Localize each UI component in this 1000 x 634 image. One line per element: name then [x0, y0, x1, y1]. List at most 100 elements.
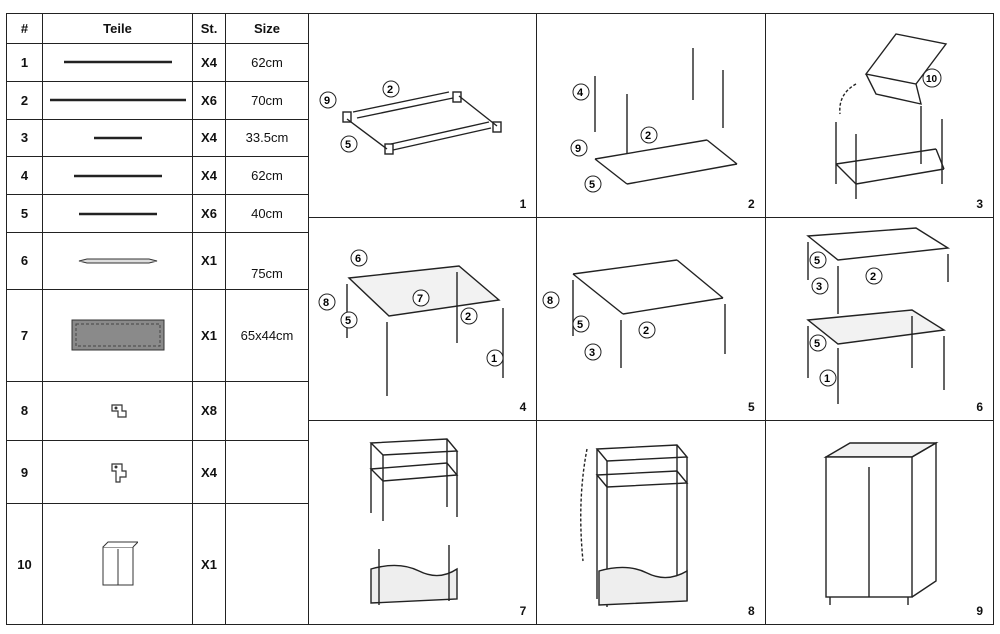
assembly-steps: 9 2 5 1 4 2 [307, 13, 995, 625]
svg-text:3: 3 [816, 281, 822, 293]
step-1-illustration: 9 2 5 [319, 80, 502, 155]
step-number: 8 [747, 604, 755, 618]
part-number: 5 [6, 194, 43, 233]
tube-icon [93, 136, 142, 140]
part-size: 33.5cm [225, 118, 309, 158]
part-row: 8 X8 [6, 380, 309, 441]
step-7-illustration [369, 438, 459, 606]
part-quantity: X4 [192, 439, 226, 505]
part-image [42, 380, 193, 441]
steps-table: 9 2 5 1 4 2 [307, 13, 995, 625]
part-size [225, 439, 309, 505]
part-size [225, 503, 309, 625]
svg-text:1: 1 [491, 353, 497, 365]
tube-icon [63, 61, 172, 64]
step-6-illustration: 5 2 3 5 1 [805, 226, 950, 404]
part-quantity: X8 [192, 380, 226, 441]
step-number: 5 [747, 400, 755, 415]
part-size: 62cm [225, 43, 309, 82]
part-image [42, 231, 193, 290]
shelf-fabric-icon [71, 319, 164, 351]
step-9-illustration [823, 442, 939, 606]
step-panel-9: 9 [764, 420, 995, 625]
part-number: 4 [6, 156, 43, 196]
part-quantity: X1 [192, 503, 226, 625]
svg-text:9: 9 [575, 143, 581, 155]
svg-text:8: 8 [323, 297, 329, 309]
part-size: 65x44cm [225, 288, 309, 382]
step-panel-4: 6 7 8 5 2 1 4 [307, 216, 538, 422]
parts-list: # Teile St. Size 1 X4 62cm 2 X6 70cm 3 X… [6, 13, 309, 625]
part-number: 6 [6, 231, 43, 290]
step-number: 2 [747, 196, 755, 211]
step-panel-1: 9 2 5 1 [307, 13, 538, 218]
step-number: 4 [519, 400, 527, 415]
svg-text:6: 6 [355, 253, 361, 265]
part-row: 10 X1 [6, 503, 309, 625]
step-4-illustration: 6 7 8 5 2 1 [318, 249, 504, 396]
step-3-illustration: 10 [834, 33, 947, 199]
svg-text:2: 2 [465, 311, 471, 323]
part-number: 9 [6, 439, 43, 505]
svg-text:1: 1 [824, 373, 830, 385]
part-row: 2 X6 70cm [6, 80, 309, 120]
part-image [42, 118, 193, 158]
step-number: 6 [976, 400, 983, 415]
part-image [42, 80, 193, 120]
svg-text:8: 8 [547, 295, 553, 307]
svg-text:2: 2 [643, 325, 649, 337]
part-image [42, 439, 193, 505]
svg-text:5: 5 [814, 338, 820, 350]
parts-table: # Teile St. Size 1 X4 62cm 2 X6 70cm 3 X… [6, 13, 309, 625]
header-size: Size [225, 13, 309, 44]
step-panel-5: 8 5 2 3 5 [536, 216, 766, 422]
svg-text:9: 9 [324, 95, 330, 107]
part-quantity: X6 [192, 80, 226, 120]
part-size: 62cm [225, 156, 309, 196]
part-size: 40cm [225, 194, 309, 233]
part-image [42, 156, 193, 196]
header-part: Teile [42, 13, 193, 44]
part-image [42, 288, 193, 382]
part-image [42, 194, 193, 233]
step-panel-7: 7 [307, 420, 538, 625]
step-number: 1 [519, 196, 527, 211]
svg-text:7: 7 [417, 293, 423, 305]
svg-text:5: 5 [577, 319, 583, 331]
step-number: 3 [976, 196, 983, 211]
parts-header-row: # Teile St. Size [6, 13, 309, 44]
part-number: 2 [6, 80, 43, 120]
tube-icon [73, 174, 162, 177]
rod-icon [78, 258, 157, 264]
connector-icon [110, 404, 127, 418]
tube-icon [78, 212, 157, 215]
part-number: 7 [6, 288, 43, 382]
part-number: 1 [6, 43, 43, 82]
part-row: 7 X1 65x44cm [6, 288, 309, 382]
part-number: 3 [6, 118, 43, 158]
part-size [225, 380, 309, 441]
step-panel-2: 4 2 9 5 2 [536, 13, 766, 218]
part-quantity: X4 [192, 118, 226, 158]
part-quantity: X4 [192, 156, 226, 196]
step-8-illustration [580, 444, 689, 608]
part-number: 8 [6, 380, 43, 441]
step-panel-3: 10 3 [764, 13, 995, 218]
part-image [42, 43, 193, 82]
svg-text:5: 5 [814, 255, 820, 267]
part-row: 4 X4 62cm [6, 156, 309, 196]
svg-text:5: 5 [589, 179, 595, 191]
part-quantity: X1 [192, 288, 226, 382]
header-qty: St. [192, 13, 226, 44]
part-size: 75cm [225, 231, 309, 290]
step-2-illustration: 4 2 9 5 [570, 48, 738, 193]
step-number: 9 [976, 604, 983, 618]
part-row: 6 X1 75cm [6, 231, 309, 290]
header-num: # [6, 13, 43, 44]
part-row: 1 X4 62cm [6, 43, 309, 82]
part-row: 9 X4 [6, 439, 309, 505]
svg-text:2: 2 [870, 271, 876, 283]
step-number: 7 [519, 604, 527, 618]
part-quantity: X4 [192, 43, 226, 82]
step-panel-8: 8 [536, 420, 766, 625]
